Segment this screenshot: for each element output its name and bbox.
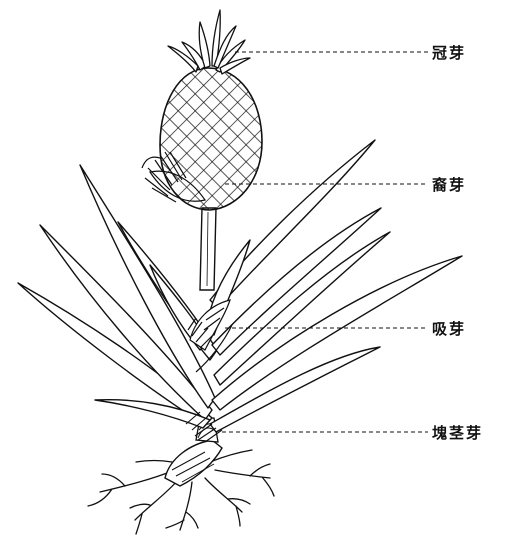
fruit-stalk xyxy=(200,208,216,290)
slip-label: 裔芽 xyxy=(432,174,466,195)
pineapple-fruit xyxy=(160,68,262,210)
crown-bud xyxy=(168,10,250,74)
crown-bud-label: 冠芽 xyxy=(432,42,466,63)
ratoon-label: 塊茎芽 xyxy=(432,422,483,443)
sucker-label: 吸芽 xyxy=(432,318,466,339)
